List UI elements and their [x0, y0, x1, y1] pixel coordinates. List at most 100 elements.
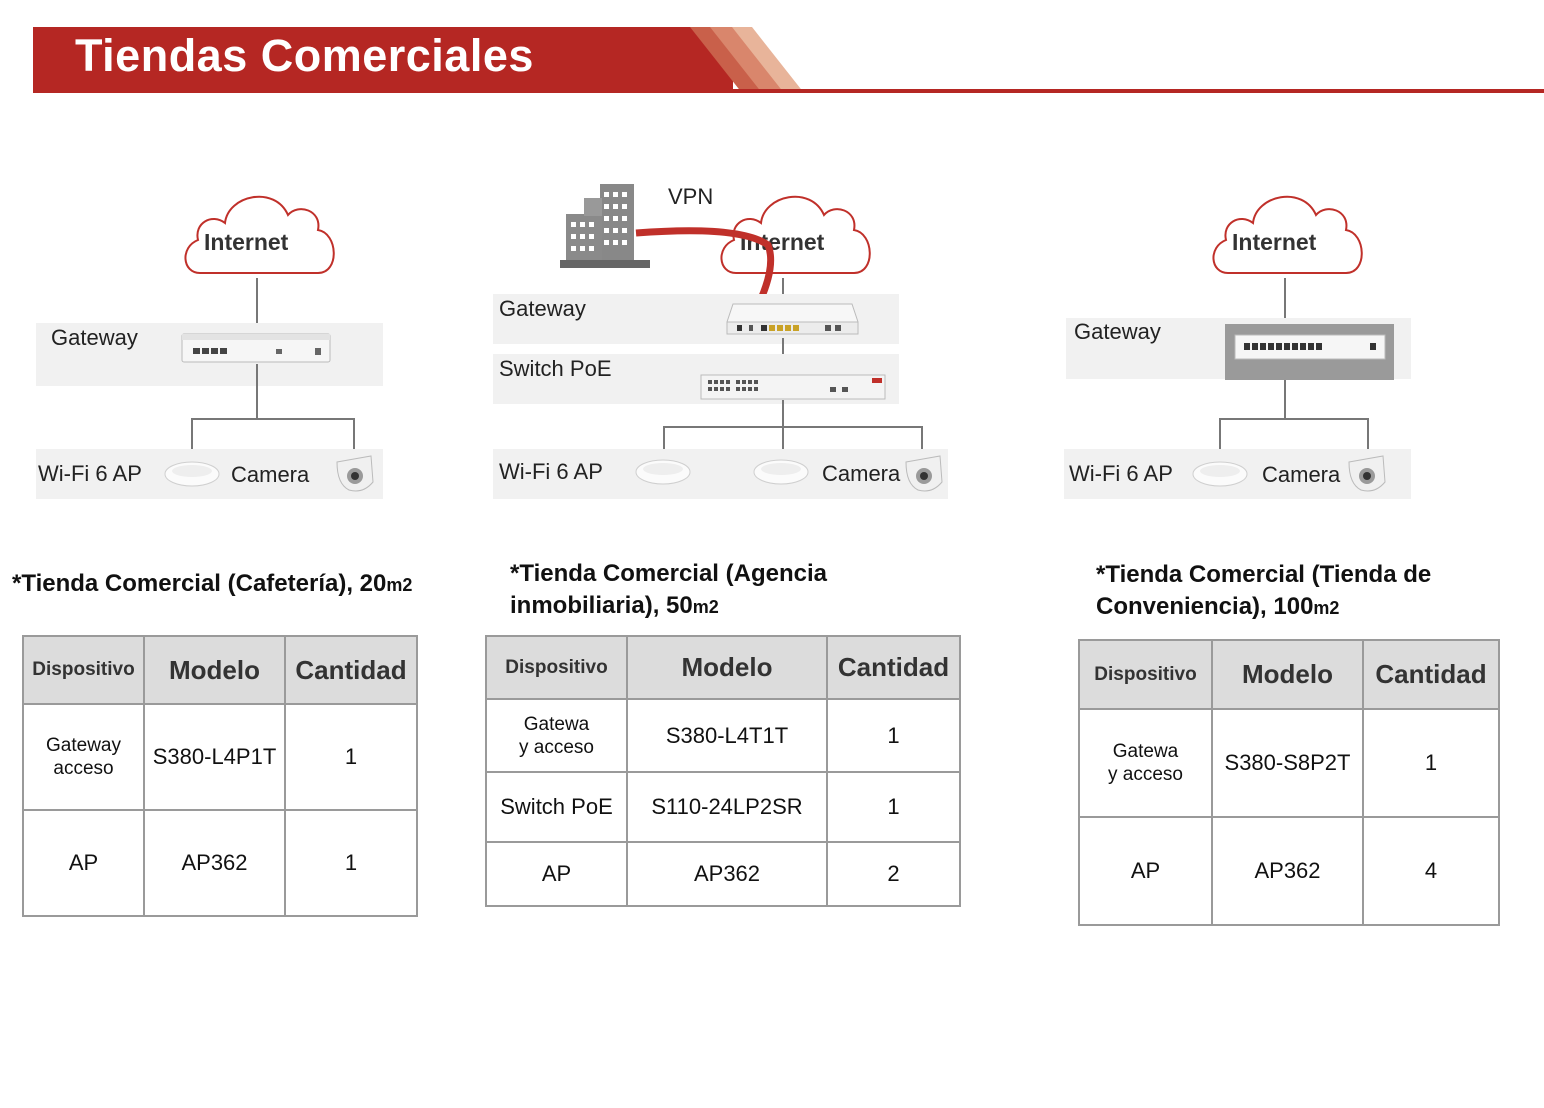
col-modelo: Modelo: [143, 635, 286, 705]
poe-switch-icon: [700, 374, 886, 400]
cloud-label: Internet: [1232, 229, 1317, 255]
gateway-label: Gateway: [1074, 319, 1161, 344]
qty-cell: 2: [826, 841, 961, 907]
cloud-label: Internet: [740, 229, 825, 255]
qty-cell: 1: [284, 809, 418, 917]
camera-icon: [1348, 455, 1386, 492]
device-line: acceso: [53, 758, 114, 779]
switch-label: Switch PoE: [499, 356, 612, 381]
model-cell: S380-L4T1T: [626, 698, 828, 773]
store-caption-conveniencia: *Tienda Comercial (Tienda de Convenienci…: [1096, 559, 1431, 624]
table-row: Switch PoE S110-24LP2SR 1: [485, 771, 961, 843]
col-modelo: Modelo: [626, 635, 828, 700]
model-cell: S380-S8P2T: [1211, 708, 1364, 818]
qty-cell: 1: [826, 771, 961, 843]
qty-cell: 1: [826, 698, 961, 773]
ap-band: [493, 449, 948, 499]
camera-icon: [336, 455, 374, 492]
caption-unit: m2: [692, 597, 719, 617]
model-cell: S110-24LP2SR: [626, 771, 828, 843]
col-cantidad: Cantidad: [284, 635, 418, 705]
device-cell: AP: [1078, 816, 1213, 926]
device-line: Gatewa: [1112, 741, 1179, 762]
link-line: [1284, 380, 1286, 420]
link-line: [782, 278, 784, 298]
link-line: [782, 426, 784, 456]
ap-label: Wi-Fi 6 AP: [38, 461, 142, 486]
device-cell: AP: [22, 809, 145, 917]
col-cantidad: Cantidad: [826, 635, 961, 700]
camera-label: Camera: [231, 462, 310, 487]
caption-text: *Tienda Comercial (Tienda de: [1096, 561, 1432, 588]
page-title: Tiendas Comerciales: [75, 30, 534, 81]
col-cantidad: Cantidad: [1362, 639, 1500, 710]
col-dispositivo: Dispositivo: [485, 635, 628, 700]
device-line: y acceso: [1108, 764, 1183, 785]
qty-cell: 1: [284, 703, 418, 811]
gateway-label: Gateway: [51, 325, 138, 350]
model-cell: AP362: [1211, 816, 1364, 926]
wifi-ap-icon: [1192, 461, 1248, 487]
link-line: [1219, 418, 1221, 456]
device-line: Gatewa: [523, 713, 590, 735]
link-line: [921, 426, 923, 456]
link-line: [782, 400, 784, 428]
device-cell: AP: [485, 841, 628, 907]
building-icon: [560, 184, 650, 268]
internet-cloud-icon: [720, 195, 871, 274]
header-underline: [700, 89, 1544, 93]
internet-cloud-icon: [1212, 195, 1363, 274]
gateway-device-icon: [181, 333, 331, 363]
table-row: AP AP362 2: [485, 841, 961, 907]
device-line: Gateway: [46, 735, 121, 756]
col-dispositivo: Dispositivo: [1078, 639, 1213, 710]
caption-text: *Tienda Comercial (Agencia: [510, 560, 827, 587]
ap-label: Wi-Fi 6 AP: [499, 459, 603, 484]
link-line: [353, 418, 355, 456]
model-cell: S380-L4P1T: [143, 703, 286, 811]
qty-cell: 1: [1362, 708, 1500, 818]
header-stripes: [690, 27, 804, 93]
model-cell: AP362: [626, 841, 828, 907]
qty-cell: 4: [1362, 816, 1500, 926]
model-cell: AP362: [143, 809, 286, 917]
camera-label: Camera: [822, 461, 901, 486]
wifi-ap-icon: [164, 461, 220, 487]
store-caption-agencia: *Tienda Comercial (Agencia inmobiliaria)…: [510, 558, 827, 623]
store-caption-cafeteria: *Tienda Comercial (Cafetería), 20m2: [12, 568, 412, 601]
caption-unit: m2: [1313, 598, 1340, 618]
table-row: AP AP362 1: [22, 809, 418, 917]
header-bar: [33, 27, 733, 93]
col-modelo: Modelo: [1211, 639, 1364, 710]
caption-text: Conveniencia), 100: [1096, 593, 1314, 620]
wifi-ap-icon: [635, 459, 691, 485]
device-line: y acceso: [519, 736, 594, 758]
cloud-label: Internet: [204, 229, 289, 255]
link-line: [1284, 278, 1286, 326]
gateway-device-icon: [726, 303, 859, 335]
wifi-ap-icon: [753, 459, 809, 485]
col-dispositivo: Dispositivo: [22, 635, 145, 705]
link-line: [782, 338, 784, 358]
camera-label: Camera: [1262, 462, 1341, 487]
link-line: [256, 364, 258, 420]
link-line: [256, 278, 258, 326]
link-line: [663, 426, 665, 456]
caption-text: inmobiliaria), 50: [510, 592, 693, 619]
gateway-label: Gateway: [499, 296, 586, 321]
link-line: [1367, 418, 1369, 456]
caption-unit: m2: [386, 575, 413, 595]
vpn-tunnel-line: [635, 227, 775, 303]
caption-text: *Tienda Comercial (Cafetería), 20: [12, 570, 387, 597]
vpn-label: VPN: [668, 184, 714, 209]
internet-cloud-icon: [184, 195, 335, 274]
device-cell: Switch PoE: [485, 771, 628, 843]
